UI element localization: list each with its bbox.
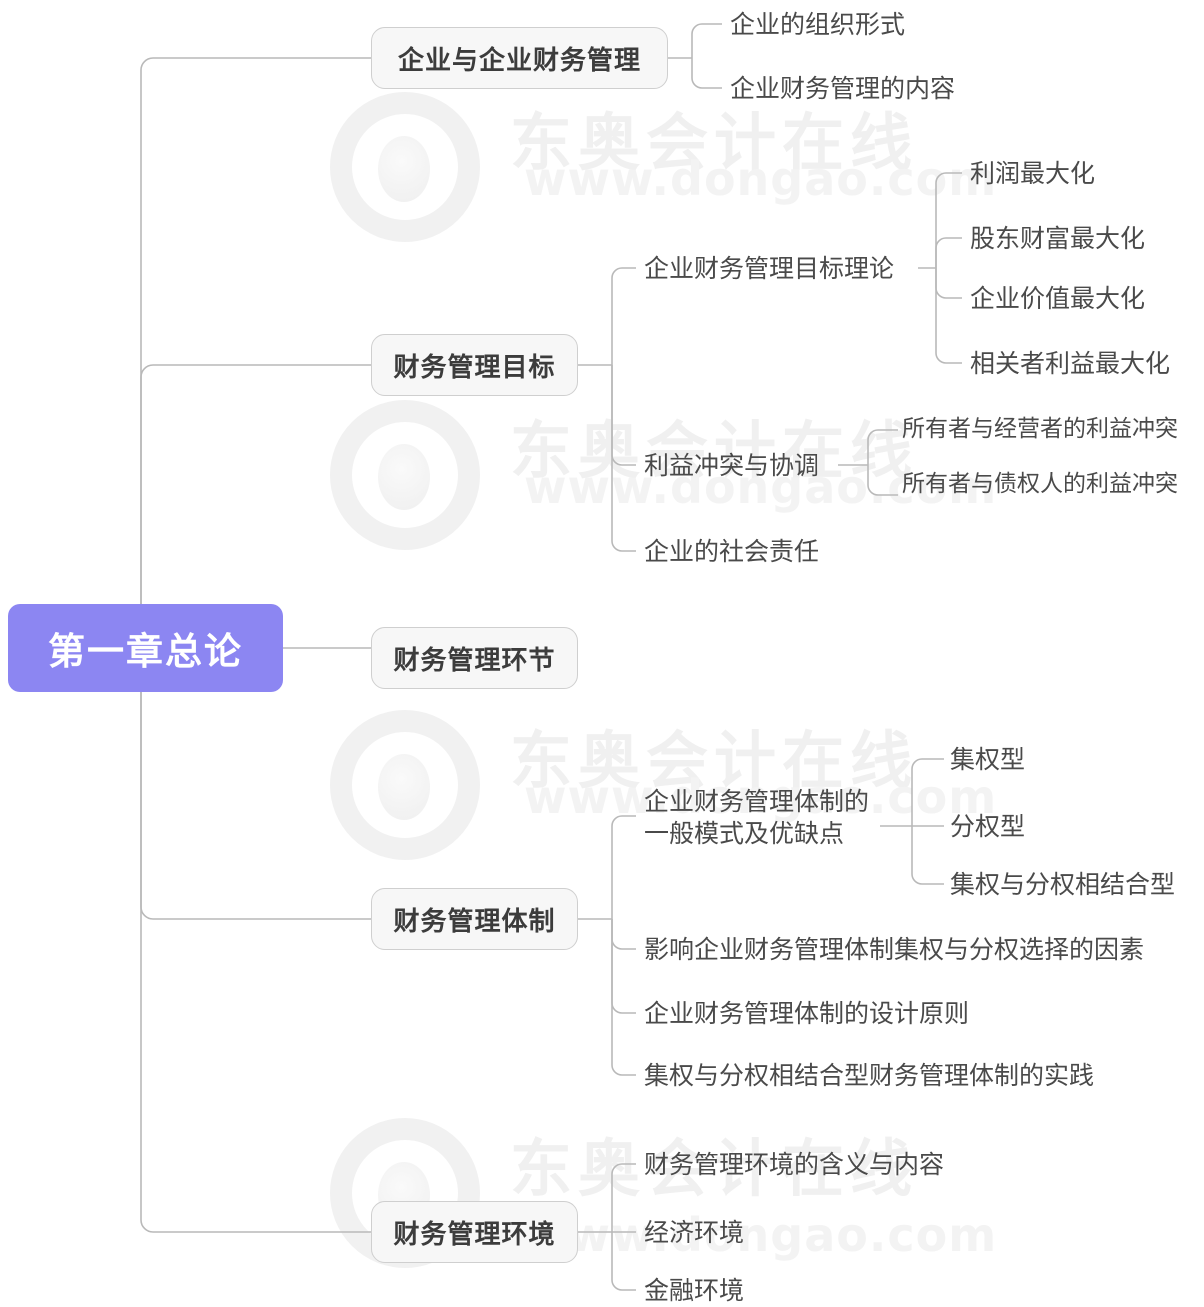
leaf-node-label: 经济环境 xyxy=(644,1218,745,1247)
branch-node-label: 财务管理体制 xyxy=(393,906,556,937)
leaf-node-label: 所有者与债权人的利益冲突 xyxy=(902,471,1178,497)
leaf-node[interactable]: 相关者利益最大化 xyxy=(970,348,1170,380)
link-b5-c3 xyxy=(611,1232,636,1291)
link-b2c1-l3 xyxy=(935,268,962,299)
link-b2c1-l1 xyxy=(935,172,962,268)
leaf-node[interactable]: 财务管理环境的含义与内容 xyxy=(644,1149,944,1181)
leaf-node[interactable]: 分权型 xyxy=(950,811,1025,843)
link-b4-c4 xyxy=(611,919,636,1076)
sub-node-label-line1: 企业财务管理体制的 xyxy=(644,787,870,816)
link-b4c1-l3 xyxy=(911,826,944,885)
link-spine-branch1 xyxy=(140,57,371,648)
watermark-logo xyxy=(330,710,480,860)
leaf-node[interactable]: 影响企业财务管理体制集权与分权选择的因素 xyxy=(644,934,1144,966)
link-b2-c3 xyxy=(611,365,636,552)
root-node-label: 第一章总论 xyxy=(48,630,243,673)
leaf-node[interactable]: 企业财务管理的内容 xyxy=(730,73,955,105)
link-b1-c2 xyxy=(691,58,722,89)
leaf-node-label: 相关者利益最大化 xyxy=(970,349,1171,378)
leaf-node-label: 企业财务管理体制的设计原则 xyxy=(644,999,970,1028)
link-b2-c2 xyxy=(611,365,636,466)
link-b5-c1 xyxy=(611,1163,636,1232)
branch-node-qiye-yu-qiye-caiwu-guanli[interactable]: 企业与企业财务管理 xyxy=(371,27,668,89)
watermark-brand: 东奥会计在线 xyxy=(510,106,919,179)
link-spine-branch5 xyxy=(140,648,371,1233)
sub-node[interactable]: 利益冲突与协调 xyxy=(644,450,819,482)
leaf-node-label: 企业的组织形式 xyxy=(730,10,906,39)
link-b4-c1 xyxy=(611,815,636,919)
leaf-node[interactable]: 经济环境 xyxy=(644,1217,744,1249)
leaf-node-label: 集权与分权相结合型 xyxy=(950,870,1176,899)
leaf-node-label: 集权型 xyxy=(950,745,1026,774)
sub-node-label: 利益冲突与协调 xyxy=(644,451,820,480)
leaf-node[interactable]: 所有者与经营者的利益冲突 xyxy=(902,415,1178,444)
link-b4c1-l1 xyxy=(911,758,944,826)
link-b1-c1 xyxy=(691,23,722,58)
leaf-node-label: 财务管理环境的含义与内容 xyxy=(644,1150,945,1179)
leaf-node[interactable]: 所有者与债权人的利益冲突 xyxy=(902,470,1178,499)
leaf-node[interactable]: 企业的组织形式 xyxy=(730,9,905,41)
branch-node-label: 财务管理目标 xyxy=(393,352,556,383)
root-node[interactable]: 第一章总论 xyxy=(8,604,283,692)
branch-node-label: 财务管理环节 xyxy=(393,645,556,676)
sub-node-label: 企业财务管理目标理论 xyxy=(644,254,895,283)
branch-node-caiwu-guanli-huanjie[interactable]: 财务管理环节 xyxy=(371,627,578,689)
branch-node-caiwu-guanli-huanjing[interactable]: 财务管理环境 xyxy=(371,1201,578,1263)
link-b2c1-l4 xyxy=(935,268,962,364)
leaf-node[interactable]: 利润最大化 xyxy=(970,158,1095,190)
leaf-node[interactable]: 集权与分权相结合型财务管理体制的实践 xyxy=(644,1060,1094,1092)
watermark-logo xyxy=(330,400,480,550)
leaf-node[interactable]: 企业价值最大化 xyxy=(970,283,1145,315)
link-b2c2-l2 xyxy=(867,465,898,496)
leaf-node[interactable]: 企业财务管理体制的设计原则 xyxy=(644,998,969,1030)
link-b2c1-l2 xyxy=(935,237,962,268)
link-b2-c1 xyxy=(611,267,636,365)
leaf-node-label: 股东财富最大化 xyxy=(970,224,1146,253)
sub-node-label: 企业的社会责任 xyxy=(644,537,820,566)
link-b4-c2 xyxy=(611,919,636,950)
branch-node-label: 企业与企业财务管理 xyxy=(397,45,641,76)
leaf-node-label: 所有者与经营者的利益冲突 xyxy=(902,416,1178,442)
link-b2c2-l1 xyxy=(867,429,898,465)
watermark-url: www.dongao.com xyxy=(524,1208,998,1262)
leaf-node[interactable]: 股东财富最大化 xyxy=(970,223,1145,255)
branch-node-label: 财务管理环境 xyxy=(393,1219,556,1250)
leaf-node-label: 企业财务管理的内容 xyxy=(730,74,956,103)
leaf-node[interactable]: 集权型 xyxy=(950,744,1025,776)
sub-node[interactable]: 企业的社会责任 xyxy=(644,536,819,568)
branch-node-caiwu-guanli-tizhi[interactable]: 财务管理体制 xyxy=(371,888,578,950)
leaf-node-label: 影响企业财务管理体制集权与分权选择的因素 xyxy=(644,935,1145,964)
watermark-url: www.dongao.com xyxy=(524,152,998,206)
sub-node-label-line2: 一般模式及优缺点 xyxy=(644,819,845,848)
leaf-node-label: 金融环境 xyxy=(644,1276,745,1305)
watermark-logo xyxy=(330,92,480,242)
leaf-node-label: 分权型 xyxy=(950,812,1026,841)
leaf-node-label: 集权与分权相结合型财务管理体制的实践 xyxy=(644,1061,1095,1090)
sub-node[interactable]: 企业财务管理目标理论 xyxy=(644,253,894,285)
leaf-node-label: 利润最大化 xyxy=(970,159,1096,188)
link-b4-c3 xyxy=(611,919,636,1014)
branch-node-caiwu-guanli-mubiao[interactable]: 财务管理目标 xyxy=(371,334,578,396)
leaf-node[interactable]: 集权与分权相结合型 xyxy=(950,869,1175,901)
leaf-node[interactable]: 金融环境 xyxy=(644,1275,744,1307)
leaf-node-label: 企业价值最大化 xyxy=(970,284,1146,313)
sub-node[interactable]: 企业财务管理体制的 一般模式及优缺点 xyxy=(644,786,884,850)
